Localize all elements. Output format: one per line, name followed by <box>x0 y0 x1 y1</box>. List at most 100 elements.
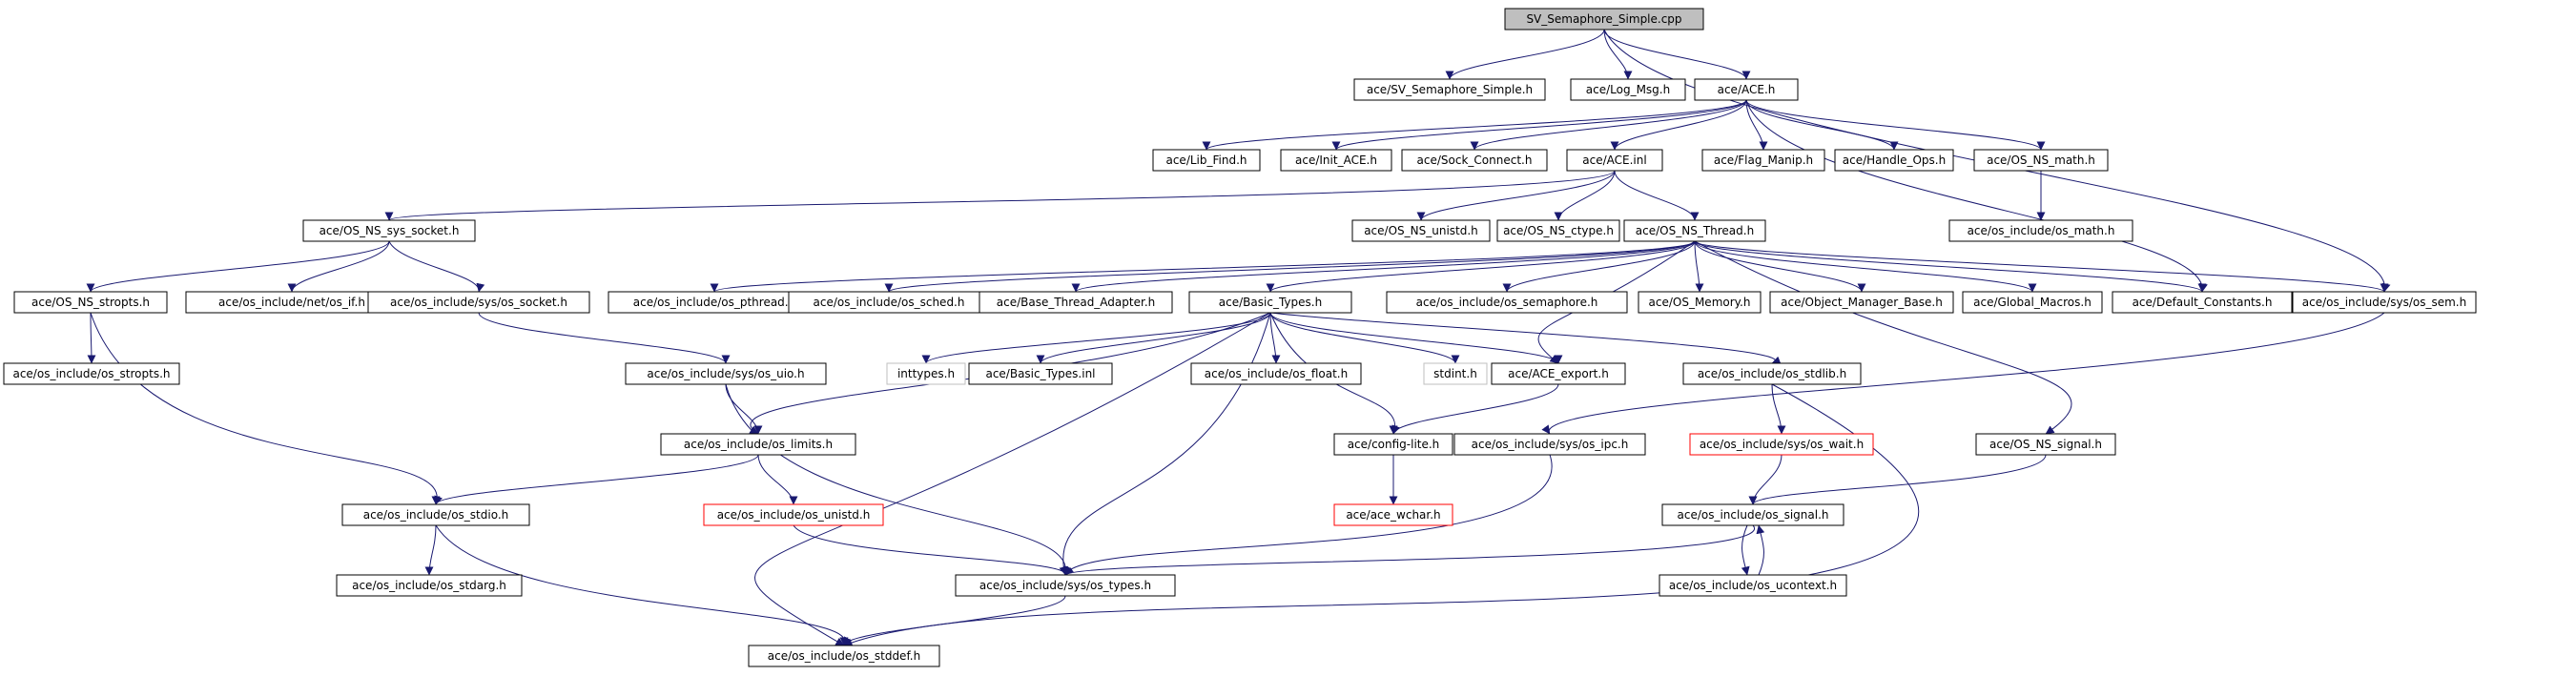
node-osfloat[interactable]: ace/os_include/os_float.h <box>1190 362 1362 385</box>
node-logmsg[interactable]: ace/Log_Msg.h <box>1570 78 1686 101</box>
node-osnsthread[interactable]: ace/OS_NS_Thread.h <box>1623 219 1766 242</box>
edge-basictypes-to-osstddef <box>754 312 1271 646</box>
node-syssem[interactable]: ace/os_include/sys/os_sem.h <box>2292 291 2477 314</box>
node-oslimits[interactable]: ace/os_include/os_limits.h <box>660 433 856 456</box>
edge-osnsthread-to-basethread <box>1071 240 1696 293</box>
node-basictypes[interactable]: ace/Basic_Types.h <box>1188 291 1352 314</box>
node-osnsctype[interactable]: ace/OS_NS_ctype.h <box>1496 219 1620 242</box>
node-osnetif[interactable]: ace/os_include/net/os_if.h <box>185 291 399 314</box>
node-label: ace/os_include/os_float.h <box>1205 367 1348 380</box>
node-syssocket[interactable]: ace/os_include/sys/os_socket.h <box>367 291 590 314</box>
node-osstdlib[interactable]: ace/os_include/os_stdlib.h <box>1682 362 1862 385</box>
node-osnsunistd[interactable]: ace/OS_NS_unistd.h <box>1351 219 1491 242</box>
node-label: SV_Semaphore_Simple.cpp <box>1526 12 1681 26</box>
edge-root-to-logmsg <box>1603 29 1633 80</box>
edge-osnsstropts-to-osstdio <box>90 312 443 505</box>
node-osstddef[interactable]: ace/os_include/os_stddef.h <box>748 645 940 667</box>
node-sched[interactable]: ace/os_include/os_sched.h <box>788 291 990 314</box>
node-label: ace/OS_NS_stropts.h <box>31 296 150 309</box>
edge-basictypes-to-inttypes <box>921 312 1271 364</box>
node-pthread[interactable]: ace/os_include/os_pthread.h <box>608 291 821 314</box>
node-initace[interactable]: ace/Init_ACE.h <box>1280 149 1392 172</box>
edge-aceexport-to-configlite <box>1389 383 1559 435</box>
edge-ossignal-to-osucontext <box>1741 524 1750 576</box>
node-label: ace/ACE_export.h <box>1508 367 1609 380</box>
node-semaphore[interactable]: ace/os_include/os_semaphore.h <box>1386 291 1628 314</box>
node-ace[interactable]: ace/ACE.h <box>1694 78 1799 101</box>
edge-osnsthread-to-globalmacros <box>1694 240 2037 293</box>
edge-ace-to-sockconn <box>1470 99 1747 151</box>
edge-basictypes-to-basicinl <box>1036 312 1271 364</box>
node-label: ace/os_include/os_sched.h <box>814 296 965 309</box>
edge-osstdio-to-osstddef <box>435 524 853 646</box>
edge-osnsthread-to-pthread <box>710 240 1696 293</box>
edge-osnsthread-to-syssem <box>1694 240 2389 293</box>
node-defconst[interactable]: ace/Default_Constants.h <box>2112 291 2293 314</box>
node-systypes[interactable]: ace/os_include/sys/os_types.h <box>955 574 1176 597</box>
node-osnsmath[interactable]: ace/OS_NS_math.h <box>1973 149 2109 172</box>
node-inttypes[interactable]: inttypes.h <box>886 362 966 385</box>
node-ossignal[interactable]: ace/os_include/os_signal.h <box>1661 503 1844 526</box>
edge-basictypes-to-osstdlib <box>1269 312 1782 365</box>
node-aceinl[interactable]: ace/ACE.inl <box>1566 149 1663 172</box>
edge-ace-to-osnsmath <box>1745 99 2046 151</box>
node-label: ace/Object_Manager_Base.h <box>1781 296 1943 309</box>
edge-sysuio-to-oslimits <box>725 383 763 435</box>
edge-osnsthread-to-osmemory <box>1694 240 1704 293</box>
edge-ace-to-flagmanip <box>1745 99 1768 151</box>
edge-osnsstropts-to-osstropts <box>87 312 96 364</box>
node-osmath[interactable]: ace/os_include/os_math.h <box>1948 219 2133 242</box>
dependency-edges <box>86 29 2391 647</box>
edge-osnsthread-to-sched <box>884 240 1696 293</box>
node-basicinl[interactable]: ace/Basic_Types.inl <box>968 362 1113 385</box>
node-sysuio[interactable]: ace/os_include/sys/os_uio.h <box>625 362 827 385</box>
edge-osnssyssocket-to-osnetif <box>287 240 390 293</box>
node-flagmanip[interactable]: ace/Flag_Manip.h <box>1701 149 1825 172</box>
node-label: ace/os_include/sys/os_types.h <box>979 579 1151 592</box>
edge-osstdlib-to-syswait <box>1771 383 1786 435</box>
node-handleops[interactable]: ace/Handle_Ops.h <box>1834 149 1954 172</box>
node-libfind[interactable]: ace/Lib_Find.h <box>1152 149 1261 172</box>
node-label: ace/os_include/sys/os_wait.h <box>1700 438 1864 451</box>
edge-oslimits-to-osstdio <box>431 454 759 505</box>
node-label: inttypes.h <box>897 367 955 380</box>
edge-ace-to-handleops <box>1745 99 1899 151</box>
edge-osnsthread-to-defconst <box>1694 240 2207 293</box>
node-label: ace/ace_wchar.h <box>1346 508 1440 522</box>
node-basethread[interactable]: ace/Base_Thread_Adapter.h <box>979 291 1173 314</box>
node-sysipc[interactable]: ace/os_include/sys/os_ipc.h <box>1453 433 1646 456</box>
node-label: ace/OS_NS_ctype.h <box>1503 224 1614 237</box>
node-globalmacros[interactable]: ace/Global_Macros.h <box>1962 291 2103 314</box>
node-osnssyssocket[interactable]: ace/OS_NS_sys_socket.h <box>302 219 476 242</box>
edge-basictypes-to-stdint <box>1269 312 1460 364</box>
node-osnsstropts[interactable]: ace/OS_NS_stropts.h <box>13 291 168 314</box>
edge-osstdlib-to-osstddef <box>843 383 1920 647</box>
node-osucontext[interactable]: ace/os_include/os_ucontext.h <box>1659 574 1847 597</box>
edge-osnsthread-to-osnssignal <box>1694 240 2072 435</box>
node-objmgr[interactable]: ace/Object_Manager_Base.h <box>1769 291 1954 314</box>
edge-aceinl-to-osnssyssocket <box>385 170 1616 221</box>
node-syswait[interactable]: ace/os_include/sys/os_wait.h <box>1689 433 1874 456</box>
edge-osnssignal-to-ossignal <box>1748 454 2047 505</box>
node-osmemory[interactable]: ace/OS_Memory.h <box>1638 291 1762 314</box>
node-osunistd[interactable]: ace/os_include/os_unistd.h <box>703 503 884 526</box>
node-label: ace/ACE.h <box>1718 83 1776 96</box>
node-sockconn[interactable]: ace/Sock_Connect.h <box>1401 149 1548 172</box>
node-stdint[interactable]: stdint.h <box>1423 362 1488 385</box>
edge-osstdio-to-osstdarg <box>424 524 437 576</box>
node-configlite[interactable]: ace/config-lite.h <box>1333 433 1453 456</box>
node-label: ace/ACE.inl <box>1582 154 1646 167</box>
node-label: ace/Basic_Types.h <box>1219 296 1322 309</box>
node-svsem[interactable]: ace/SV_Semaphore_Simple.h <box>1353 78 1546 101</box>
node-aceexport[interactable]: ace/ACE_export.h <box>1491 362 1626 385</box>
node-osstdio[interactable]: ace/os_include/os_stdio.h <box>341 503 530 526</box>
node-acewchar[interactable]: ace/ace_wchar.h <box>1333 503 1453 526</box>
node-osstropts[interactable]: ace/os_include/os_stropts.h <box>3 362 180 385</box>
node-osstdarg[interactable]: ace/os_include/os_stdarg.h <box>336 574 523 597</box>
edge-syssocket-to-sysuio <box>478 312 731 364</box>
node-root[interactable]: SV_Semaphore_Simple.cpp <box>1504 8 1704 31</box>
node-label: ace/Lib_Find.h <box>1165 154 1247 167</box>
node-osnssignal[interactable]: ace/OS_NS_signal.h <box>1975 433 2116 456</box>
edge-basictypes-to-osfloat <box>1269 312 1281 364</box>
